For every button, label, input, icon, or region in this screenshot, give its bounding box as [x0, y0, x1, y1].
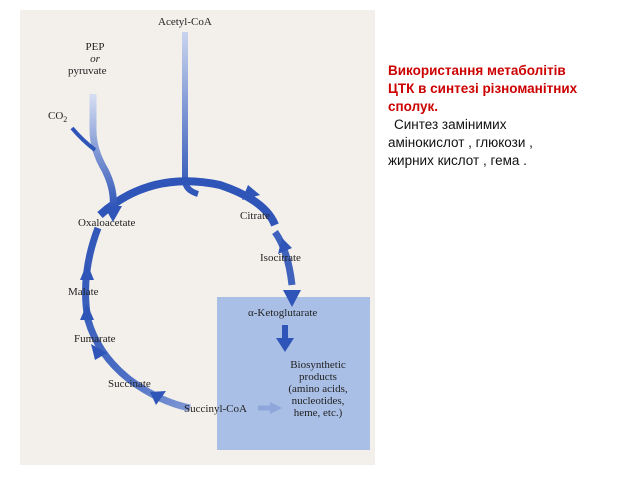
acetyl-coa-arrow [182, 32, 199, 197]
succinyl-products-arrowhead [270, 402, 282, 414]
cycle-ring-right [272, 229, 296, 286]
title-line-2: ЦТК в синтезі різноманітних [388, 81, 578, 96]
title-line-3: сполук. [388, 99, 438, 114]
citrate-label: Citrate [240, 210, 270, 222]
oxaloacetate-label: Oxaloacetate [78, 217, 136, 229]
body-line-3: жирних кислот , гема . [388, 153, 527, 168]
isocitrate-arrowhead [278, 238, 292, 254]
fumarate-arrowhead [80, 304, 94, 320]
side-body: Синтез замінимих амінокислот , глюкози ,… [388, 116, 628, 170]
acetyl-coa-label: Acetyl-CoA [158, 16, 212, 28]
malate-arrowhead [80, 263, 94, 280]
or-label: or [90, 53, 100, 65]
side-title: Використання метаболітів ЦТК в синтезі р… [388, 62, 628, 116]
title-line-1: Використання метаболітів [388, 63, 566, 78]
succinate-label: Succinate [108, 378, 151, 390]
side-text: Використання метаболітів ЦТК в синтезі р… [388, 62, 628, 170]
pyruvate-label: pyruvate [68, 65, 107, 77]
products-line5: heme, etc.) [293, 407, 343, 419]
alpha-ketoglutarate-label: α-Ketoglutarate [248, 307, 318, 319]
pep-arrowhead [104, 206, 122, 222]
fumarate-label: Fumarate [74, 333, 116, 345]
isocitrate-label: Isocitrate [260, 252, 301, 264]
tca-cycle-diagram [70, 32, 370, 450]
keto-products-arrowhead [276, 338, 294, 352]
body-line-2: амінокислот , глюкози , [388, 135, 533, 150]
cycle-ring-upper [97, 177, 279, 227]
body-line-1: Синтез замінимих [394, 117, 507, 132]
succinate-arrowhead [91, 344, 107, 360]
products-line1: Biosynthetic [290, 359, 346, 371]
biosynthetic-box [217, 297, 370, 450]
malate-label: Malate [68, 286, 99, 298]
citrate-arrowhead [242, 185, 260, 200]
co2-label: CO2 [48, 110, 67, 126]
pep-arrow [89, 94, 117, 209]
tca-cycle-figure: Acetyl-CoA PEP or pyruvate CO2 Oxaloacet… [20, 10, 375, 465]
products-line3: (amino acids, [288, 383, 348, 395]
ketoglutarate-arrowhead [283, 290, 301, 307]
succinyl-coa-label: Succinyl-CoA [184, 403, 247, 415]
products-line4: nucleotides, [291, 395, 345, 407]
co2-subscript: 2 [63, 115, 68, 125]
succinyl-arrowhead [150, 391, 166, 405]
co2-arrow [70, 126, 97, 152]
co2-text: CO [48, 110, 64, 122]
products-line2: products [299, 371, 337, 383]
pep-label: PEP [85, 41, 105, 53]
